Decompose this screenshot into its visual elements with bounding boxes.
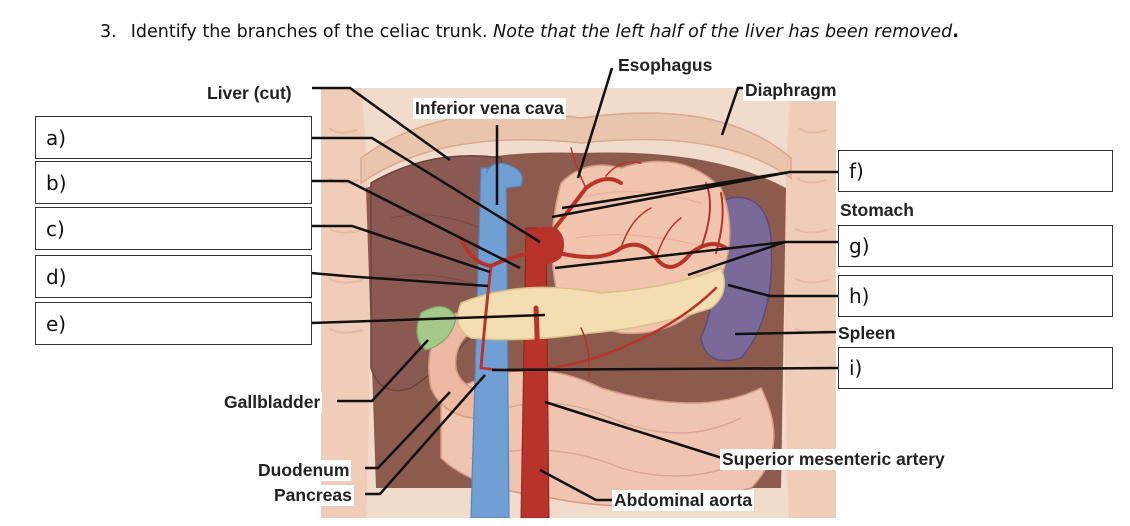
answer-box-b[interactable]: b) (35, 161, 312, 204)
answer-box-label: c) (46, 216, 65, 241)
label-gallbladder: Gallbladder (222, 392, 323, 413)
left-body-wall (321, 88, 370, 518)
leader-esophagus (576, 67, 614, 179)
right-body-wall (784, 88, 836, 518)
answer-box-label: f) (849, 159, 864, 183)
answer-box-label: a) (46, 125, 67, 150)
leader-sma (544, 400, 723, 460)
leader-diaphragm (720, 86, 745, 136)
answer-box-label: b) (46, 170, 67, 195)
answer-box-label: e) (46, 311, 67, 336)
answer-box-label: i) (849, 356, 863, 380)
question-number: 3. (100, 22, 117, 42)
question-end: . (952, 22, 959, 42)
label-diaphragm: Diaphragm (743, 80, 839, 101)
label-sma: Superior mesenteric artery (720, 449, 947, 470)
answer-box-c[interactable]: c) (35, 207, 312, 250)
leader-f (551, 170, 838, 219)
answer-box-f[interactable]: f) (838, 150, 1113, 192)
celiac-trunk (526, 226, 565, 265)
leader-aorta (539, 468, 616, 502)
gastroduodenal-artery (479, 264, 493, 370)
answer-box-a[interactable]: a) (35, 116, 312, 159)
leader-d (310, 271, 489, 288)
leader-gallbladder (337, 339, 429, 403)
leader-c (311, 224, 491, 274)
small-branches (570, 147, 682, 379)
question-text: 3. Identify the branches of the celiac tr… (100, 22, 959, 42)
leader-e (310, 313, 546, 325)
pancreas (456, 267, 726, 341)
answer-box-label: h) (849, 284, 870, 308)
leader-spleen (734, 330, 839, 336)
leader-duodenum (365, 391, 451, 470)
leader-i (491, 366, 839, 372)
leader-h (727, 283, 838, 298)
label-liver: Liver (cut) (205, 83, 294, 104)
label-aorta: Abdominal aorta (612, 490, 755, 511)
label-duodenum: Duodenum (256, 460, 352, 481)
leader-a (311, 136, 541, 244)
label-esophagus: Esophagus (616, 55, 715, 76)
label-ivc: Inferior vena cava (413, 98, 566, 119)
question-note: Note that the left half of the liver has… (493, 22, 953, 42)
question-instruction: Identify the branches of the celiac trun… (130, 22, 488, 42)
leader-pancreas (365, 374, 486, 496)
label-pancreas: Pancreas (272, 485, 354, 506)
leader-g (554, 240, 838, 277)
label-spleen: Spleen (836, 323, 898, 344)
answer-box-d[interactable]: d) (35, 255, 312, 298)
answer-box-label: g) (849, 234, 870, 258)
label-stomach: Stomach (838, 200, 916, 221)
answer-box-g[interactable]: g) (838, 225, 1113, 267)
leader-b (311, 179, 521, 270)
leader-liver (312, 86, 451, 162)
superior-mesenteric-artery (533, 305, 540, 421)
answer-box-h[interactable]: h) (838, 275, 1113, 317)
answer-box-label: d) (46, 264, 67, 289)
answer-box-i[interactable]: i) (838, 347, 1113, 389)
answer-box-e[interactable]: e) (35, 302, 312, 345)
